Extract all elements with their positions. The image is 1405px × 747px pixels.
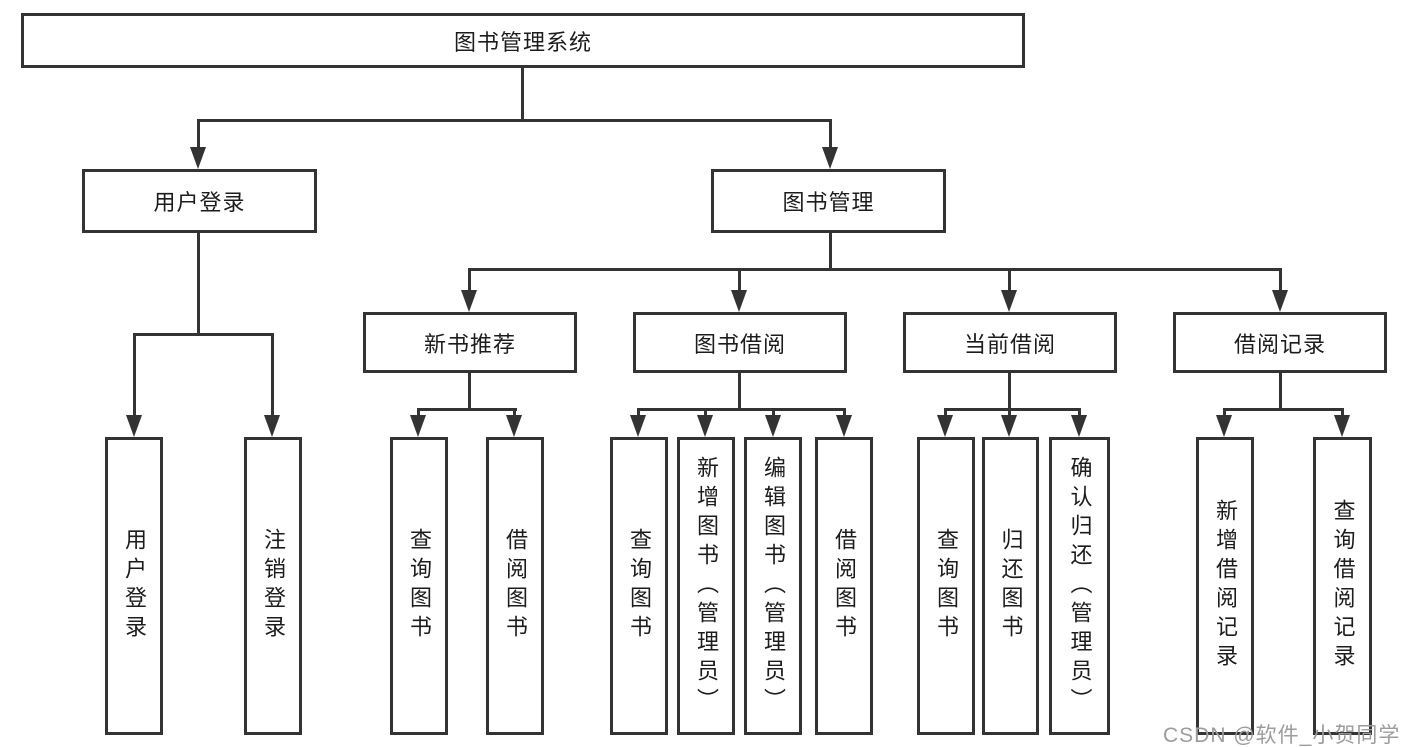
connector-drop-book-management [829, 119, 832, 150]
connector-user-login-stem [197, 231, 200, 336]
watermark: CSDN @软件_小贺同学 [1163, 724, 1401, 747]
connector-borrowing-records-bar [1223, 408, 1344, 411]
connector-drop-login-leaf [133, 333, 136, 417]
node-query-books-2: 查询图书 [610, 437, 668, 735]
arrow-query-books-1 [410, 415, 426, 437]
node-return-books: 归还图书 [982, 437, 1039, 735]
node-borrow-books-1: 借阅图书 [486, 437, 544, 735]
arrow-user-login [190, 147, 206, 169]
connector-drop-book-borrowing [738, 268, 741, 293]
node-add-books-admin: 新增图书（管理员） [677, 437, 735, 735]
node-confirm-return-admin: 确认归还（管理员） [1049, 437, 1110, 735]
connector-drop-borrow-books-2 [843, 408, 846, 417]
connector-new-book-stem [468, 371, 471, 411]
arrow-book-management [822, 147, 838, 169]
node-logout-leaf-label: 注销登录 [261, 528, 286, 644]
node-query-borrow-record-label: 查询借阅记录 [1330, 499, 1356, 673]
node-query-books-3: 查询图书 [917, 437, 975, 735]
node-query-books-1-label: 查询图书 [407, 528, 432, 644]
node-edit-books-admin: 编辑图书（管理员） [744, 437, 802, 735]
node-user-login-leaf: 用户登录 [105, 437, 163, 735]
connector-drop-borrowing-records [1279, 268, 1282, 293]
arrow-book-borrowing [731, 290, 747, 312]
arrow-borrowing-records [1272, 290, 1288, 312]
node-user-login-leaf-label: 用户登录 [122, 528, 147, 644]
node-query-books-2-label: 查询图书 [627, 528, 652, 644]
connector-borrowing-records-stem [1279, 371, 1282, 411]
node-query-books-3-label: 查询图书 [934, 528, 959, 644]
connector-drop-edit-books [772, 408, 775, 417]
connector-book-borrowing-stem [738, 371, 741, 411]
connector-drop-logout-leaf [271, 333, 274, 417]
arrow-borrow-books-1 [506, 415, 522, 437]
arrow-query-record [1334, 415, 1350, 437]
connector-book-management-stem [829, 231, 832, 271]
arrow-logout-leaf [264, 415, 280, 437]
connector-user-login-bar [133, 333, 274, 336]
connector-drop-borrow-books-1 [513, 408, 516, 417]
node-book-borrowing-label: 图书借阅 [693, 331, 786, 357]
arrow-return-books [1001, 415, 1017, 437]
connector-drop-add-record [1223, 408, 1226, 417]
connector-drop-current-borrowing [1008, 268, 1011, 293]
node-user-login: 用户登录 [82, 169, 317, 233]
connector-root-stem [521, 66, 524, 122]
node-current-borrowing-label: 当前借阅 [963, 331, 1056, 357]
connector-drop-add-books [704, 408, 707, 417]
node-return-books-label: 归还图书 [998, 528, 1024, 644]
node-current-borrowing: 当前借阅 [903, 312, 1117, 373]
connector-book-management-bar [468, 268, 1282, 271]
connector-drop-query-books-1 [417, 408, 420, 417]
node-confirm-return-admin-label: 确认归还（管理员） [1067, 455, 1093, 717]
arrow-new-book [461, 290, 477, 312]
connector-drop-return-books [1008, 408, 1011, 417]
connector-current-borrowing-stem [1008, 371, 1011, 411]
arrow-query-books-2 [630, 415, 646, 437]
node-logout-leaf: 注销登录 [244, 437, 302, 735]
connector-drop-confirm-return [1078, 408, 1081, 417]
node-add-borrow-record: 新增借阅记录 [1196, 437, 1254, 735]
node-root-label: 图书管理系统 [453, 29, 592, 55]
connector-drop-new-book [468, 268, 471, 293]
connector-book-borrowing-bar [637, 408, 846, 411]
node-new-book-recommend: 新书推荐 [363, 312, 577, 373]
arrow-current-borrowing [1001, 290, 1017, 312]
node-new-book-recommend-label: 新书推荐 [423, 331, 516, 357]
arrow-login-leaf [126, 415, 142, 437]
node-borrowing-records-label: 借阅记录 [1233, 331, 1326, 357]
connector-drop-user-login [197, 119, 200, 150]
connector-current-borrowing-bar [944, 408, 1081, 411]
connector-new-book-bar [417, 408, 517, 411]
arrow-borrow-books-2 [836, 415, 852, 437]
node-query-books-1: 查询图书 [390, 437, 448, 735]
node-borrowing-records: 借阅记录 [1173, 312, 1387, 373]
node-book-management-label: 图书管理 [782, 190, 875, 215]
node-book-management: 图书管理 [711, 169, 946, 233]
node-borrow-books-1-label: 借阅图书 [503, 528, 528, 644]
arrow-add-record [1216, 415, 1232, 437]
node-borrow-books-2-label: 借阅图书 [832, 528, 857, 644]
node-root: 图书管理系统 [21, 13, 1025, 68]
connector-drop-query-books-3 [944, 408, 947, 417]
arrow-confirm-return [1071, 415, 1087, 437]
arrow-edit-books [765, 415, 781, 437]
node-borrow-books-2: 借阅图书 [815, 437, 873, 735]
node-book-borrowing: 图书借阅 [633, 312, 847, 373]
arrow-query-books-3 [937, 415, 953, 437]
node-edit-books-admin-label: 编辑图书（管理员） [761, 455, 786, 717]
node-add-borrow-record-label: 新增借阅记录 [1213, 499, 1238, 673]
node-add-books-admin-label: 新增图书（管理员） [694, 455, 719, 717]
node-user-login-label: 用户登录 [153, 190, 246, 215]
arrow-add-books [697, 415, 713, 437]
connector-root-bar [197, 119, 832, 122]
node-query-borrow-record: 查询借阅记录 [1313, 437, 1372, 735]
connector-drop-query-books-2 [637, 408, 640, 417]
connector-drop-query-record [1341, 408, 1344, 417]
